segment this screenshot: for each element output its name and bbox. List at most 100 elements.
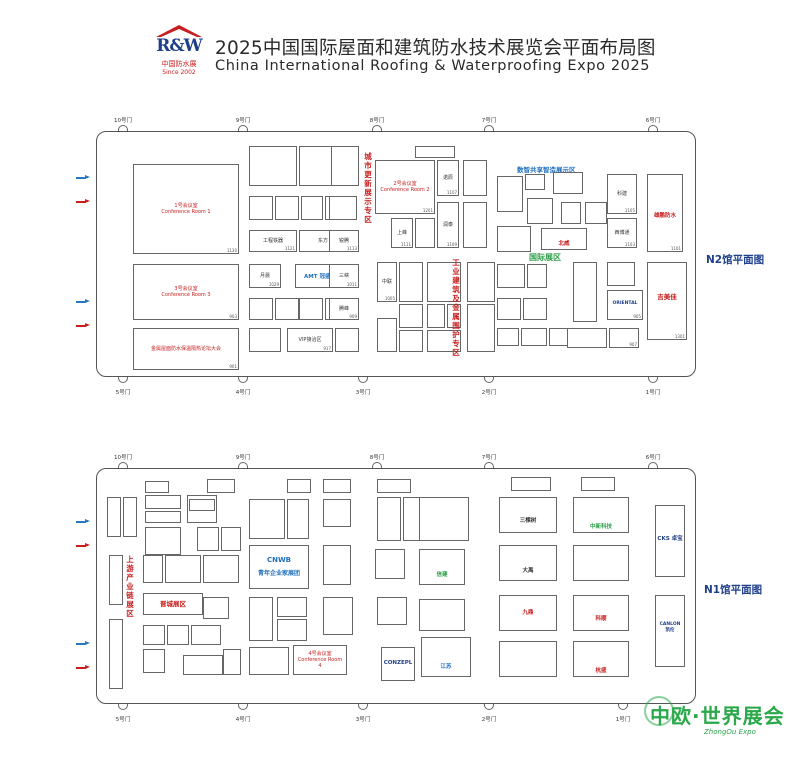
booth[interactable] — [145, 495, 181, 509]
booth-oriental[interactable]: ORIENTAL 905 — [607, 290, 643, 320]
booth[interactable]: 诺辰 1107 — [437, 160, 459, 196]
booth[interactable] — [203, 555, 239, 583]
booth[interactable] — [419, 497, 469, 541]
booth[interactable] — [585, 202, 607, 224]
booth-ks[interactable]: CKS 卓宝 — [655, 505, 685, 577]
booth[interactable] — [497, 298, 521, 320]
booth[interactable] — [107, 497, 121, 537]
booth-beiwei[interactable]: 北威 — [541, 228, 587, 250]
booth[interactable] — [249, 196, 273, 220]
booth-jiangsu[interactable]: 江苏 — [421, 637, 471, 677]
booth[interactable] — [497, 264, 525, 288]
booth[interactable] — [467, 262, 495, 302]
booth[interactable] — [197, 527, 219, 551]
booth[interactable] — [331, 146, 359, 186]
booth[interactable] — [497, 226, 531, 252]
booth[interactable] — [145, 527, 181, 555]
booth[interactable] — [463, 160, 487, 196]
booth-conzepl[interactable]: CONZEPL — [381, 647, 415, 681]
booth[interactable] — [399, 304, 423, 328]
booth[interactable] — [497, 176, 523, 212]
booth-xiongsheng[interactable]: 雄鹏防水 1101 — [647, 174, 683, 252]
booth-ksuen[interactable]: 科顺 — [573, 595, 629, 631]
booth[interactable] — [415, 218, 435, 248]
booth[interactable]: 西博通 1103 — [607, 218, 637, 248]
booth[interactable] — [249, 328, 281, 352]
booth[interactable] — [419, 599, 465, 631]
booth[interactable] — [499, 641, 557, 677]
booth[interactable] — [523, 298, 547, 320]
booth[interactable] — [249, 597, 273, 641]
booth[interactable]: 三峡 1011 — [329, 264, 359, 288]
booth[interactable] — [223, 649, 241, 675]
booth[interactable] — [415, 146, 455, 158]
booth[interactable] — [249, 647, 289, 675]
booth[interactable] — [249, 298, 273, 320]
booth[interactable] — [573, 262, 597, 322]
booth[interactable] — [581, 477, 615, 491]
booth[interactable] — [467, 304, 495, 352]
booth[interactable] — [463, 202, 487, 248]
booth[interactable]: 上峰 1111 — [391, 218, 413, 248]
booth[interactable]: 科建 1105 — [607, 174, 637, 214]
booth-xinjian[interactable]: 信建 — [419, 549, 465, 585]
booth[interactable] — [377, 597, 407, 625]
booth[interactable] — [145, 481, 169, 493]
booth[interactable] — [399, 262, 423, 302]
booth[interactable] — [191, 625, 221, 645]
booth[interactable] — [275, 298, 299, 320]
booth-cluster[interactable] — [249, 146, 297, 186]
booth[interactable] — [221, 527, 241, 551]
booth[interactable] — [561, 202, 581, 224]
booth[interactable]: 工程铁器 1121 — [249, 230, 297, 252]
booth[interactable] — [143, 649, 165, 673]
booth[interactable] — [527, 264, 547, 288]
booth[interactable] — [335, 328, 359, 352]
booth[interactable] — [377, 318, 397, 352]
booth[interactable] — [143, 625, 165, 645]
booth-canlon[interactable]: CANLON 凯伦 — [655, 595, 685, 667]
booth[interactable] — [427, 304, 445, 328]
booth[interactable]: VIP接洽区 917 — [287, 328, 333, 352]
booth[interactable] — [497, 328, 519, 346]
booth-dayu[interactable]: 大禹 — [499, 545, 557, 581]
booth[interactable] — [287, 499, 309, 539]
booth[interactable] — [167, 625, 189, 645]
booth[interactable] — [323, 597, 353, 635]
booth-cnwb[interactable]: CNWB 青年企业家展团 — [249, 545, 309, 589]
booth[interactable] — [109, 555, 123, 605]
booth[interactable] — [525, 174, 545, 190]
booth-jimeijia[interactable]: 吉美佳 1301 — [647, 262, 687, 340]
booth[interactable]: 腾峰 909 — [329, 298, 359, 320]
booth-hangsheng[interactable]: 杭盛 — [573, 641, 629, 677]
booth[interactable] — [607, 262, 635, 286]
booth[interactable] — [277, 597, 307, 617]
booth[interactable] — [301, 196, 323, 220]
booth[interactable] — [375, 549, 405, 579]
booth[interactable] — [203, 597, 229, 619]
booth[interactable] — [207, 479, 235, 493]
booth[interactable] — [189, 499, 215, 511]
booth[interactable]: 中联 1005 — [377, 262, 397, 302]
booth[interactable] — [275, 196, 299, 220]
booth[interactable] — [323, 499, 351, 527]
booth[interactable] — [249, 499, 285, 539]
booth[interactable] — [573, 545, 629, 581]
booth[interactable] — [427, 262, 461, 302]
booth[interactable] — [329, 196, 357, 220]
booth[interactable] — [511, 477, 551, 491]
booth[interactable] — [109, 619, 123, 689]
booth[interactable] — [287, 479, 311, 493]
booth[interactable]: 锐腾 1113 — [329, 230, 359, 252]
booth[interactable] — [323, 545, 351, 585]
booth-pavilion[interactable]: 晋城展区 — [143, 593, 203, 615]
booth[interactable] — [165, 555, 201, 583]
booth[interactable] — [377, 497, 401, 541]
booth[interactable] — [143, 555, 163, 583]
booth[interactable] — [553, 172, 583, 194]
booth[interactable] — [447, 304, 461, 328]
